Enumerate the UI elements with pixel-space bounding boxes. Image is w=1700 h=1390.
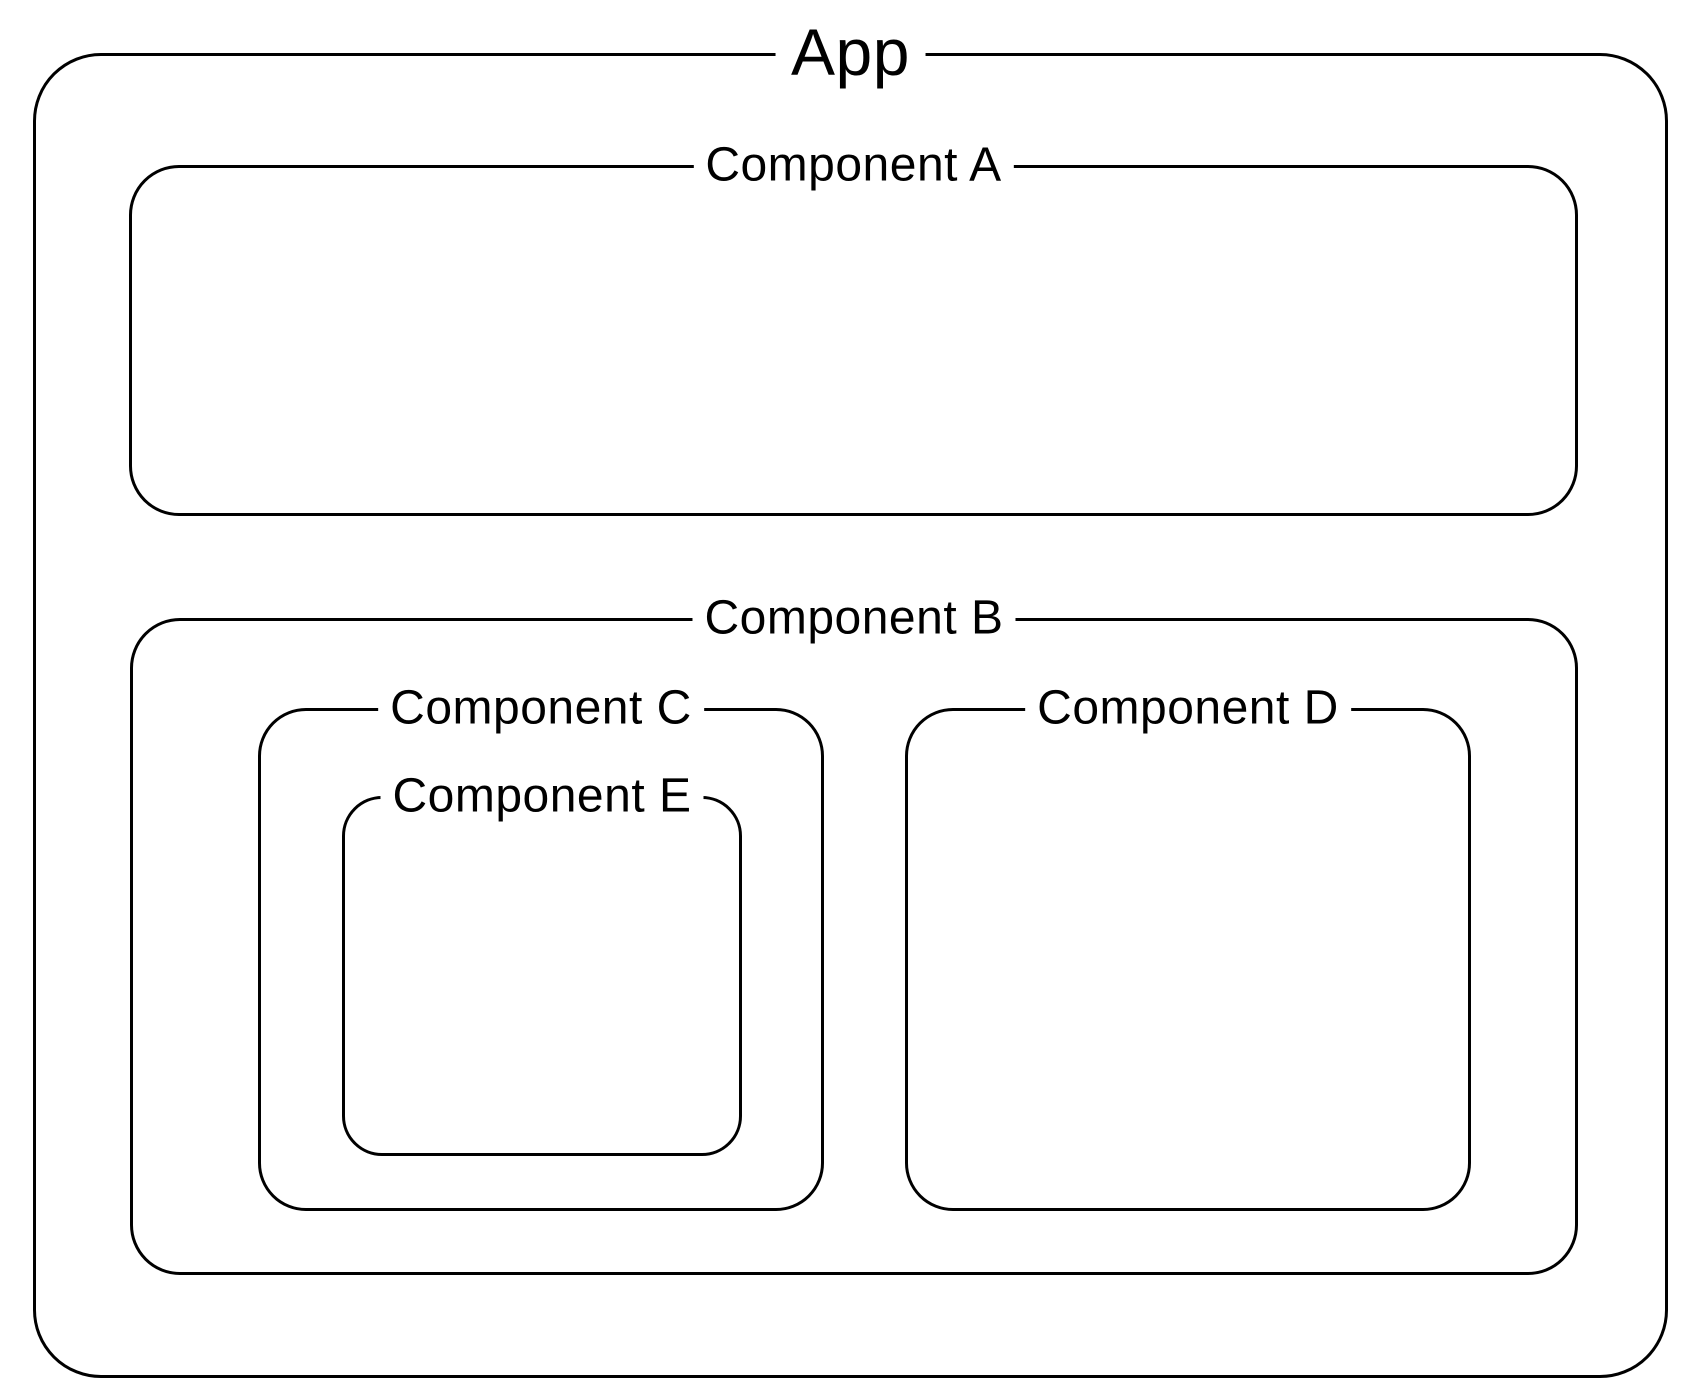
box-component-e-label: Component E: [380, 768, 704, 824]
box-component-b: Component B Component C Component E Comp…: [130, 590, 1578, 1275]
box-component-b-label: Component B: [692, 590, 1016, 646]
box-app-label: App: [775, 15, 926, 91]
box-component-a: Component A: [129, 137, 1578, 516]
box-component-d: Component D: [905, 680, 1471, 1211]
box-component-c: Component C Component E: [258, 680, 824, 1211]
box-component-d-label: Component D: [1025, 680, 1351, 736]
box-component-c-label: Component C: [378, 680, 704, 736]
box-app: App Component A Component B Component C …: [33, 15, 1668, 1378]
box-component-a-label: Component A: [693, 137, 1014, 193]
box-component-e: Component E: [342, 768, 742, 1156]
